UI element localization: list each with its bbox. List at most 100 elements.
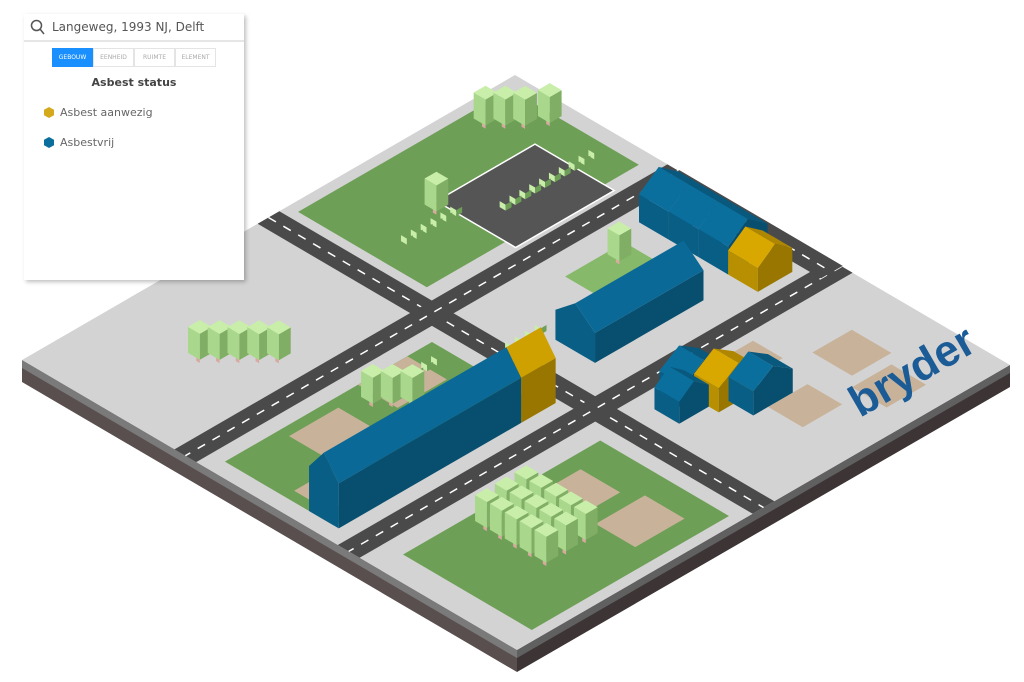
tree bbox=[473, 92, 486, 126]
road-marking bbox=[774, 299, 783, 306]
road-marking bbox=[596, 212, 605, 219]
tree bbox=[525, 92, 537, 126]
road-marking bbox=[801, 254, 810, 260]
road-marking bbox=[609, 416, 618, 423]
building-asbestvrij bbox=[698, 229, 729, 275]
tree bbox=[534, 523, 559, 537]
building-asbestvrij bbox=[668, 211, 699, 258]
tree bbox=[537, 83, 562, 97]
hedge bbox=[574, 161, 581, 171]
tree bbox=[400, 371, 413, 404]
road-marking bbox=[448, 298, 457, 304]
tree bbox=[424, 171, 449, 186]
lot-3 bbox=[595, 495, 685, 548]
road-marking bbox=[611, 204, 620, 210]
building-asbestvrij bbox=[338, 377, 522, 529]
tree bbox=[493, 92, 506, 126]
road-marking bbox=[552, 238, 561, 245]
hedge bbox=[584, 155, 591, 166]
building-asbestvrij bbox=[698, 201, 748, 247]
road-marking bbox=[241, 418, 250, 424]
hedge bbox=[446, 212, 453, 222]
tree bbox=[361, 370, 373, 404]
road-marking bbox=[342, 260, 351, 266]
building-asbest-aanwezig bbox=[521, 357, 556, 423]
lot-1 bbox=[852, 364, 927, 408]
road-marking bbox=[348, 547, 355, 553]
tree bbox=[504, 512, 517, 546]
tree bbox=[559, 491, 583, 506]
building-asbestvrij bbox=[748, 351, 793, 369]
road-marking bbox=[449, 488, 458, 494]
lot-0 bbox=[812, 329, 892, 376]
tree bbox=[247, 320, 271, 335]
road-marking bbox=[478, 281, 487, 287]
tree bbox=[519, 521, 532, 555]
road-marking bbox=[804, 282, 813, 289]
building-asbest-aanwezig bbox=[728, 250, 758, 292]
search-input[interactable] bbox=[52, 20, 232, 34]
hedge bbox=[410, 229, 417, 239]
road-marking bbox=[433, 306, 443, 313]
tree bbox=[475, 488, 499, 502]
tab-ruimte[interactable]: RUIMTE bbox=[134, 48, 175, 67]
road-marking bbox=[286, 392, 295, 398]
hedge bbox=[594, 149, 601, 160]
road-marking bbox=[816, 262, 825, 269]
tree bbox=[513, 92, 526, 126]
road-marking bbox=[698, 469, 707, 475]
tree bbox=[436, 178, 449, 212]
tree bbox=[607, 221, 632, 236]
hexagon-icon bbox=[44, 107, 54, 118]
search-bar[interactable] bbox=[24, 14, 244, 42]
building-asbest-aanwezig bbox=[757, 243, 793, 292]
search-icon[interactable] bbox=[30, 19, 46, 35]
hexagon-icon bbox=[44, 137, 54, 148]
hedge bbox=[509, 195, 516, 205]
legend-label: Asbest aanwezig bbox=[60, 106, 153, 119]
road-marking bbox=[256, 409, 265, 416]
road-marking bbox=[789, 291, 798, 297]
road-marking bbox=[730, 325, 739, 332]
road-marking bbox=[641, 376, 650, 383]
tree bbox=[549, 90, 562, 123]
tree bbox=[278, 327, 291, 361]
road-marking bbox=[271, 400, 280, 407]
hedge bbox=[426, 223, 433, 234]
tree bbox=[546, 529, 559, 563]
hedge bbox=[545, 178, 551, 188]
road-marking bbox=[490, 347, 500, 353]
building-asbestvrij bbox=[595, 270, 704, 363]
tab-gebouw[interactable]: GEBOUW bbox=[52, 48, 93, 67]
tab-eenheid[interactable]: EENHEID bbox=[93, 48, 134, 67]
road-marking bbox=[345, 358, 354, 364]
road-marking bbox=[476, 338, 485, 345]
hedge bbox=[505, 201, 512, 211]
tree bbox=[509, 485, 534, 500]
road-marking bbox=[357, 269, 366, 275]
board-edge-left bbox=[22, 360, 517, 658]
hedge bbox=[548, 172, 555, 183]
hedge bbox=[436, 356, 443, 366]
road-marking bbox=[374, 341, 383, 347]
road-marking bbox=[463, 289, 472, 296]
tree bbox=[524, 494, 549, 508]
legend-item-asbestvrij: Asbestvrij bbox=[44, 136, 244, 149]
road-marking bbox=[419, 505, 428, 511]
tree bbox=[489, 496, 514, 511]
tab-element[interactable]: ELEMENT bbox=[175, 48, 216, 67]
building-asbest-aanwezig bbox=[728, 226, 776, 268]
road-marking bbox=[390, 522, 399, 528]
road-marking bbox=[745, 317, 754, 323]
road-marking bbox=[327, 251, 336, 258]
road-marking bbox=[523, 445, 532, 451]
side-panel: GEBOUW EENHEID RUIMTE ELEMENT Asbest sta… bbox=[24, 14, 244, 280]
road-marking bbox=[728, 486, 737, 493]
tree bbox=[475, 495, 487, 528]
hedge bbox=[588, 149, 595, 160]
tree bbox=[534, 529, 547, 563]
hedge bbox=[515, 195, 522, 205]
tree bbox=[267, 327, 279, 361]
lot-2 bbox=[541, 469, 621, 516]
